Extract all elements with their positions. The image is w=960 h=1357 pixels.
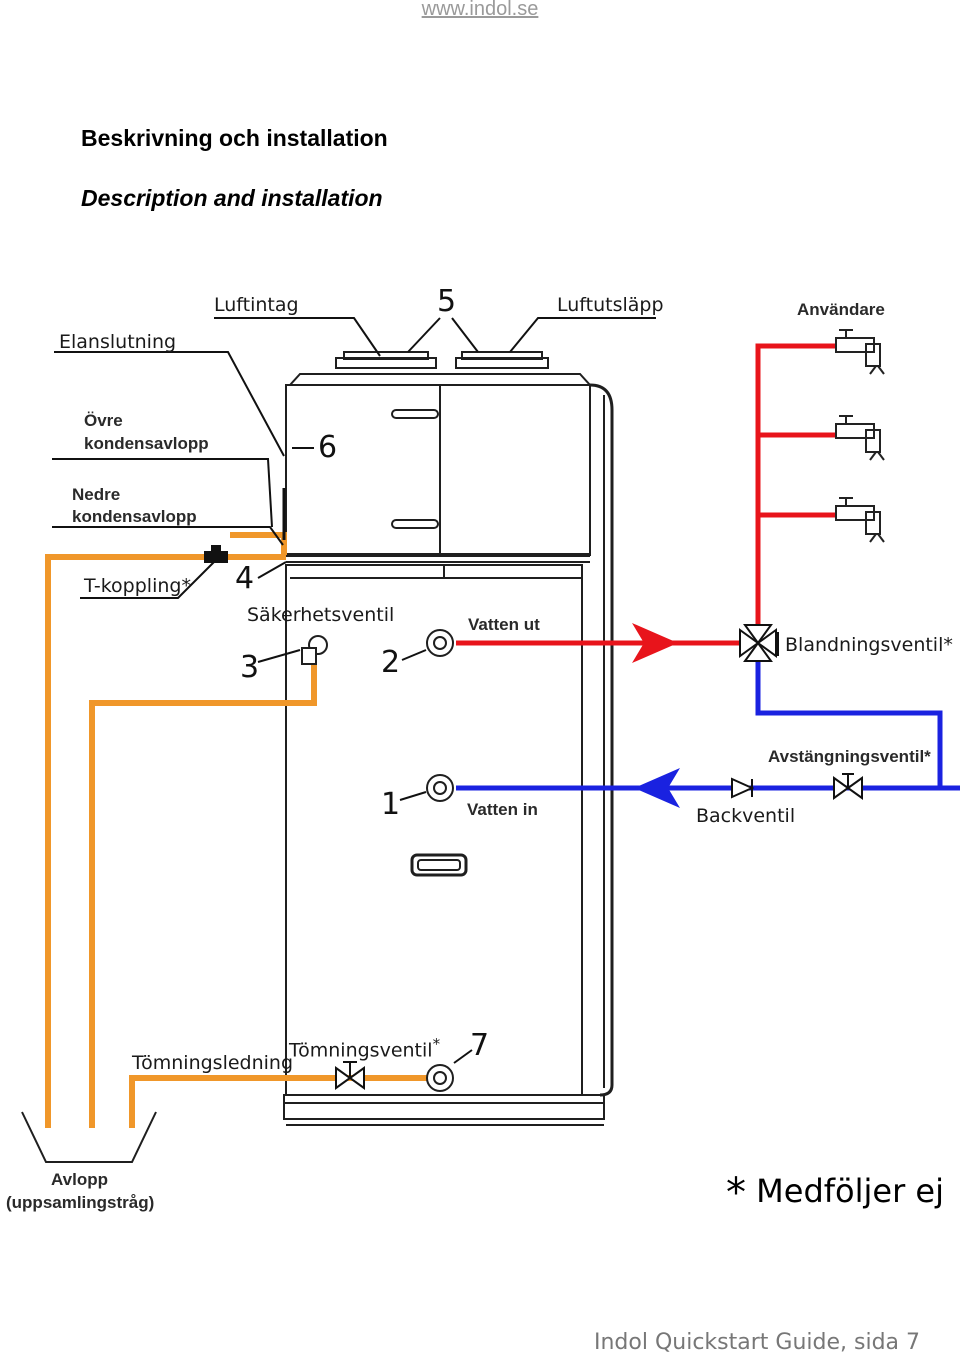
t-coupling-fitting xyxy=(204,545,228,563)
label-blandningsventil: Blandningsventil* xyxy=(785,634,953,656)
label-vatten-ut: Vatten ut xyxy=(468,615,540,634)
hot-water-line xyxy=(456,343,836,646)
cold-flow-arrow xyxy=(634,768,680,808)
label-luftintag: Luftintag xyxy=(214,294,299,316)
label-nedre-kondensavlopp: kondensavlopp xyxy=(72,507,197,526)
site-url[interactable]: www.indol.se xyxy=(421,0,539,20)
page-title-sv: Beskrivning och installation xyxy=(81,125,388,151)
callout-2: 2 xyxy=(381,645,401,680)
tap-icons xyxy=(835,329,885,543)
label-vatten-in: Vatten in xyxy=(467,800,538,819)
label-luftutslapp: Luftutsläpp xyxy=(557,294,664,316)
leader-lines xyxy=(52,317,656,1064)
label-nedre: Nedre xyxy=(72,485,121,504)
label-ovre: Övre xyxy=(84,411,123,430)
label-elanslutning: Elanslutning xyxy=(59,331,177,353)
label-avlopp: Avlopp xyxy=(51,1170,108,1189)
label-tomningsventil: Tömningsventil* xyxy=(289,1035,441,1062)
note-not-included: * Medföljer ej xyxy=(726,1170,944,1216)
label-uppsamlingstrag: (uppsamlingstråg) xyxy=(6,1193,155,1212)
label-tomningsledning: Tömningsledning xyxy=(132,1052,294,1074)
label-backventil: Backventil xyxy=(696,805,796,827)
callout-5: 5 xyxy=(437,284,457,319)
callout-6: 6 xyxy=(318,430,338,465)
cold-water-line xyxy=(456,656,960,791)
hot-flow-arrow xyxy=(632,623,678,663)
page-title-en: Description and installation xyxy=(81,185,383,211)
heat-pump-unit xyxy=(283,373,614,1126)
callout-7: 7 xyxy=(470,1028,490,1063)
label-tkoppling: T-koppling* xyxy=(84,575,191,597)
check-valve-icon xyxy=(731,777,755,799)
callout-3: 3 xyxy=(240,650,260,685)
drain-tray xyxy=(21,1111,157,1163)
callout-1: 1 xyxy=(381,787,401,822)
shutoff-valve-icon xyxy=(833,773,863,800)
page-footer: Indol Quickstart Guide, sida 7 xyxy=(594,1330,921,1355)
label-ovre-kondensavlopp: kondensavlopp xyxy=(84,434,209,453)
drain-valve-icon xyxy=(335,1061,365,1090)
label-anvandare: Användare xyxy=(797,300,885,319)
pipe-connectors xyxy=(301,629,454,1092)
label-avstangningsventil: Avstängningsventil* xyxy=(768,747,931,766)
top-fans xyxy=(335,351,549,369)
label-sakerhetsventil: Säkerhetsventil xyxy=(247,604,395,626)
mixing-valve-icon xyxy=(739,624,779,662)
callout-4: 4 xyxy=(235,561,255,596)
